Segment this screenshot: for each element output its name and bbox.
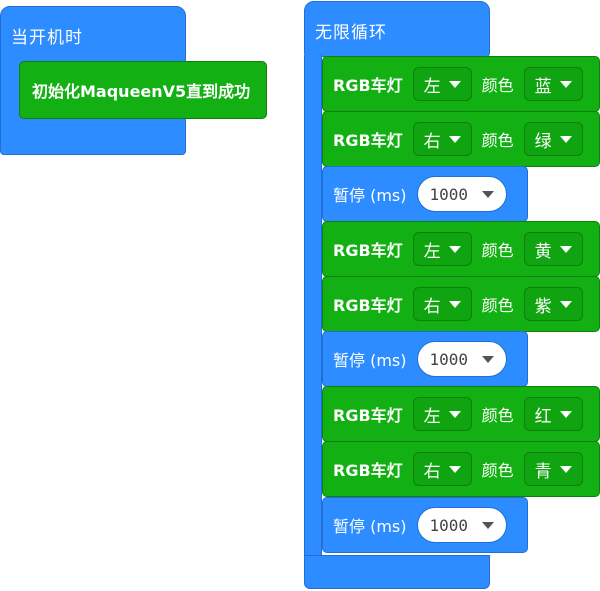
pause-label: 暂停 (ms) — [333, 517, 407, 536]
side-dropdown[interactable]: 左 — [412, 397, 472, 431]
color-dropdown[interactable]: 青 — [523, 452, 583, 486]
color-dropdown[interactable]: 紫 — [523, 287, 583, 321]
chevron-down-icon — [559, 465, 572, 473]
rgb-light-label: RGB车灯 — [333, 406, 403, 425]
color-label: 颜色 — [481, 406, 514, 425]
side-dropdown[interactable]: 右 — [412, 287, 472, 321]
pause-block[interactable]: 暂停 (ms) 1000 — [322, 497, 528, 553]
color-dropdown[interactable]: 蓝 — [523, 67, 583, 101]
color-dropdown[interactable]: 绿 — [523, 122, 583, 156]
rgb-light-label: RGB车灯 — [333, 76, 403, 95]
chevron-down-icon — [559, 80, 572, 88]
pause-label: 暂停 (ms) — [333, 351, 407, 370]
chevron-down-icon — [448, 80, 461, 88]
side-dropdown[interactable]: 右 — [412, 452, 472, 486]
color-value: 蓝 — [534, 76, 552, 97]
color-value: 红 — [534, 406, 552, 427]
chevron-down-icon — [559, 300, 572, 308]
chevron-down-icon — [559, 410, 572, 418]
chevron-down-icon — [481, 355, 494, 363]
rgb-light-block[interactable]: RGB车灯 右 颜色 绿 — [322, 111, 600, 167]
side-dropdown[interactable]: 左 — [412, 67, 472, 101]
color-dropdown[interactable]: 红 — [523, 397, 583, 431]
side-dropdown[interactable]: 右 — [412, 122, 472, 156]
color-label: 颜色 — [481, 76, 514, 95]
init-maqueen-label: 初始化MaqueenV5直到成功 — [32, 82, 251, 101]
chevron-down-icon — [481, 521, 494, 529]
pause-block[interactable]: 暂停 (ms) 1000 — [322, 331, 528, 387]
side-value: 右 — [423, 461, 441, 482]
pause-ms-input[interactable]: 1000 — [416, 507, 507, 543]
color-label: 颜色 — [481, 241, 514, 260]
rgb-light-block[interactable]: RGB车灯 右 颜色 青 — [322, 441, 600, 497]
rgb-light-block[interactable]: RGB车灯 左 颜色 黄 — [322, 221, 600, 277]
color-label: 颜色 — [481, 296, 514, 315]
color-value: 紫 — [534, 296, 552, 317]
side-dropdown[interactable]: 左 — [412, 232, 472, 266]
pause-value: 1000 — [429, 349, 469, 369]
side-value: 左 — [423, 406, 441, 427]
forever-title: 无限循环 — [315, 23, 387, 43]
pause-value: 1000 — [429, 515, 469, 535]
color-value: 绿 — [534, 131, 552, 152]
chevron-down-icon — [448, 410, 461, 418]
pause-value: 1000 — [429, 184, 469, 204]
chevron-down-icon — [448, 135, 461, 143]
forever-block[interactable]: 无限循环 — [304, 1, 490, 57]
pause-block[interactable]: 暂停 (ms) 1000 — [322, 166, 528, 222]
on-start-title: 当开机时 — [11, 28, 83, 48]
rgb-light-label: RGB车灯 — [333, 461, 403, 480]
color-label: 颜色 — [481, 131, 514, 150]
side-value: 左 — [423, 241, 441, 262]
color-label: 颜色 — [481, 461, 514, 480]
color-value: 青 — [534, 461, 552, 482]
side-value: 左 — [423, 76, 441, 97]
rgb-light-block[interactable]: RGB车灯 右 颜色 紫 — [322, 276, 600, 332]
chevron-down-icon — [448, 245, 461, 253]
pause-label: 暂停 (ms) — [333, 186, 407, 205]
rgb-light-label: RGB车灯 — [333, 241, 403, 260]
rgb-light-label: RGB车灯 — [333, 296, 403, 315]
rgb-light-block[interactable]: RGB车灯 左 颜色 蓝 — [322, 56, 600, 112]
rgb-light-block[interactable]: RGB车灯 左 颜色 红 — [322, 386, 600, 442]
forever-loop-footer — [304, 555, 490, 589]
forever-loop-arm — [304, 55, 322, 560]
side-value: 右 — [423, 296, 441, 317]
chevron-down-icon — [448, 300, 461, 308]
color-dropdown[interactable]: 黄 — [523, 232, 583, 266]
rgb-light-label: RGB车灯 — [333, 131, 403, 150]
side-value: 右 — [423, 131, 441, 152]
on-start-block[interactable]: 当开机时 初始化MaqueenV5直到成功 — [0, 6, 267, 155]
pause-ms-input[interactable]: 1000 — [416, 176, 507, 212]
color-value: 黄 — [534, 241, 552, 262]
pause-ms-input[interactable]: 1000 — [416, 341, 507, 377]
chevron-down-icon — [559, 245, 572, 253]
chevron-down-icon — [448, 465, 461, 473]
init-maqueen-block[interactable]: 初始化MaqueenV5直到成功 — [19, 61, 267, 119]
chevron-down-icon — [481, 190, 494, 198]
chevron-down-icon — [559, 135, 572, 143]
